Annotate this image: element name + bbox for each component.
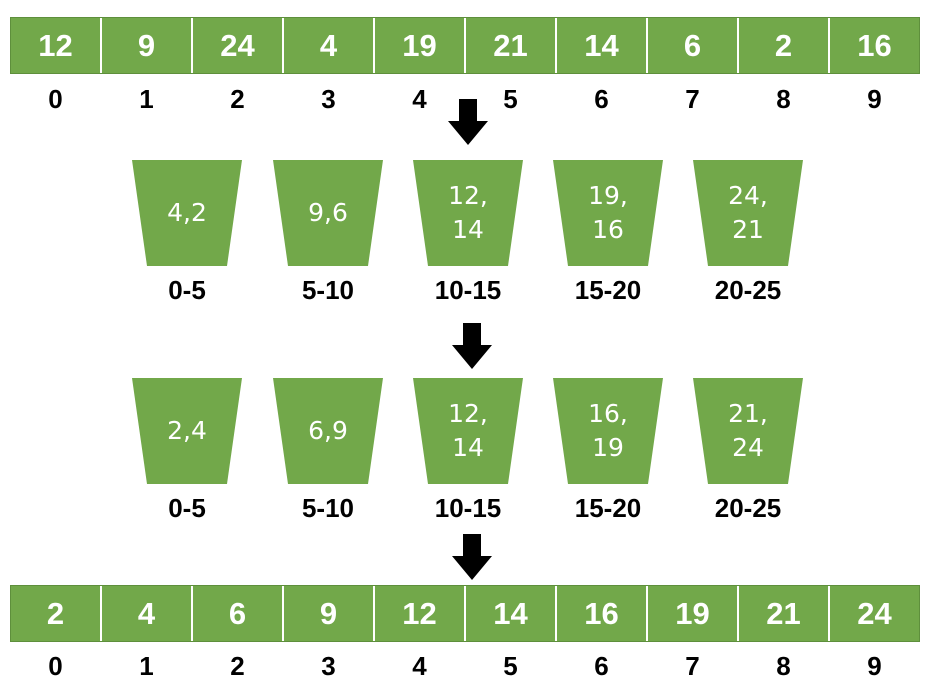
bucket-contents: 12, bbox=[448, 399, 488, 428]
array-index: 8 bbox=[776, 84, 791, 114]
array-index: 5 bbox=[503, 651, 518, 681]
array-cell: 6 bbox=[646, 18, 737, 73]
array-index: 6 bbox=[594, 84, 609, 114]
array-index: 2 bbox=[230, 651, 245, 681]
bucket-range-label: 5-10 bbox=[301, 275, 355, 305]
array-index: 4 bbox=[412, 651, 427, 681]
bucket-contents: 16 bbox=[592, 215, 624, 244]
bucket-contents: 14 bbox=[452, 433, 484, 462]
bucket: 6,9 5-10 bbox=[273, 378, 383, 528]
bucket-contents: 14 bbox=[452, 215, 484, 244]
array-index: 3 bbox=[321, 651, 336, 681]
array-cell: 14 bbox=[464, 586, 555, 641]
bucket-contents: 16, bbox=[588, 399, 628, 428]
array-index: 9 bbox=[867, 84, 882, 114]
arrow-down-icon bbox=[452, 323, 492, 369]
bucket: 21, 24 20-25 bbox=[693, 378, 803, 528]
array-index: 1 bbox=[139, 84, 154, 114]
array-index: 7 bbox=[685, 651, 700, 681]
array-cell: 21 bbox=[464, 18, 555, 73]
array-index: 1 bbox=[139, 651, 154, 681]
bucket: 12, 14 10-15 bbox=[413, 378, 523, 528]
bucket-range-label: 10-15 bbox=[434, 275, 502, 305]
bucket-range-label: 20-25 bbox=[714, 493, 782, 523]
array-index: 2 bbox=[230, 84, 245, 114]
array-index: 0 bbox=[48, 651, 63, 681]
array-cell: 16 bbox=[828, 18, 919, 73]
bucket: 9,6 5-10 bbox=[273, 160, 383, 310]
array-cell: 9 bbox=[282, 586, 373, 641]
array-cell: 4 bbox=[100, 586, 191, 641]
bucket-contents: 21, bbox=[728, 399, 768, 428]
array-cell: 2 bbox=[46, 595, 65, 631]
array-index: 9 bbox=[867, 651, 882, 681]
bucket-range-label: 15-20 bbox=[574, 275, 642, 305]
bucket: 2,4 0-5 bbox=[132, 378, 242, 528]
array-cell: 2 bbox=[737, 18, 828, 73]
bucket-contents: 21 bbox=[732, 215, 764, 244]
bucket-contents: 24, bbox=[728, 181, 768, 210]
bucket: 4,2 0-5 bbox=[132, 160, 242, 310]
array-cell: 16 bbox=[555, 586, 646, 641]
bucket-contents: 2,4 bbox=[167, 416, 207, 445]
array-cell: 6 bbox=[191, 586, 282, 641]
bucket-contents: 9,6 bbox=[308, 198, 348, 227]
bucket-contents: 12, bbox=[448, 181, 488, 210]
array-cell: 24 bbox=[828, 586, 919, 641]
input-array: 12 9 24 4 19 21 14 6 2 16 bbox=[10, 17, 920, 74]
array-index: 5 bbox=[503, 84, 518, 114]
bucket-range-label: 15-20 bbox=[574, 493, 642, 523]
bucket-range-label: 10-15 bbox=[434, 493, 502, 523]
bucket-contents: 19 bbox=[592, 433, 624, 462]
bucket-contents: 4,2 bbox=[167, 198, 207, 227]
scatter-buckets: 4,2 0-5 9,6 5-10 12, 14 10-15 19, 16 15-… bbox=[0, 160, 936, 310]
array-cell: 12 bbox=[373, 586, 464, 641]
array-cell: 12 bbox=[38, 27, 73, 63]
bucket-contents: 6,9 bbox=[308, 416, 348, 445]
bucket: 19, 16 15-20 bbox=[553, 160, 663, 310]
array-cell: 4 bbox=[282, 18, 373, 73]
array-cell: 19 bbox=[373, 18, 464, 73]
bucket-range-label: 20-25 bbox=[714, 275, 782, 305]
bucket: 16, 19 15-20 bbox=[553, 378, 663, 528]
bucket: 24, 21 20-25 bbox=[693, 160, 803, 310]
array-index: 3 bbox=[321, 84, 336, 114]
array-index: 0 bbox=[48, 84, 63, 114]
arrow-down-icon bbox=[452, 534, 492, 580]
output-array-indices: 0 1 2 3 4 5 6 7 8 9 bbox=[10, 649, 920, 683]
array-index: 4 bbox=[412, 84, 427, 114]
array-cell: 21 bbox=[737, 586, 828, 641]
array-cell: 19 bbox=[646, 586, 737, 641]
array-index: 7 bbox=[685, 84, 700, 114]
input-array-indices: 0 1 2 3 4 5 6 7 8 9 bbox=[10, 82, 920, 116]
array-index: 8 bbox=[776, 651, 791, 681]
output-array: 2 4 6 9 12 14 16 19 21 24 bbox=[10, 585, 920, 642]
bucket: 12, 14 10-15 bbox=[413, 160, 523, 310]
bucket-range-label: 0-5 bbox=[168, 493, 206, 523]
array-cell: 24 bbox=[191, 18, 282, 73]
array-cell: 9 bbox=[100, 18, 191, 73]
bucket-range-label: 5-10 bbox=[301, 493, 355, 523]
array-index: 6 bbox=[594, 651, 609, 681]
arrow-down-icon bbox=[448, 99, 488, 145]
array-cell: 14 bbox=[555, 18, 646, 73]
bucket-contents: 24 bbox=[732, 433, 764, 462]
bucket-contents: 19, bbox=[588, 181, 628, 210]
bucket-range-label: 0-5 bbox=[168, 275, 206, 305]
sorted-buckets: 2,4 0-5 6,9 5-10 12, 14 10-15 16, 19 15-… bbox=[0, 378, 936, 528]
